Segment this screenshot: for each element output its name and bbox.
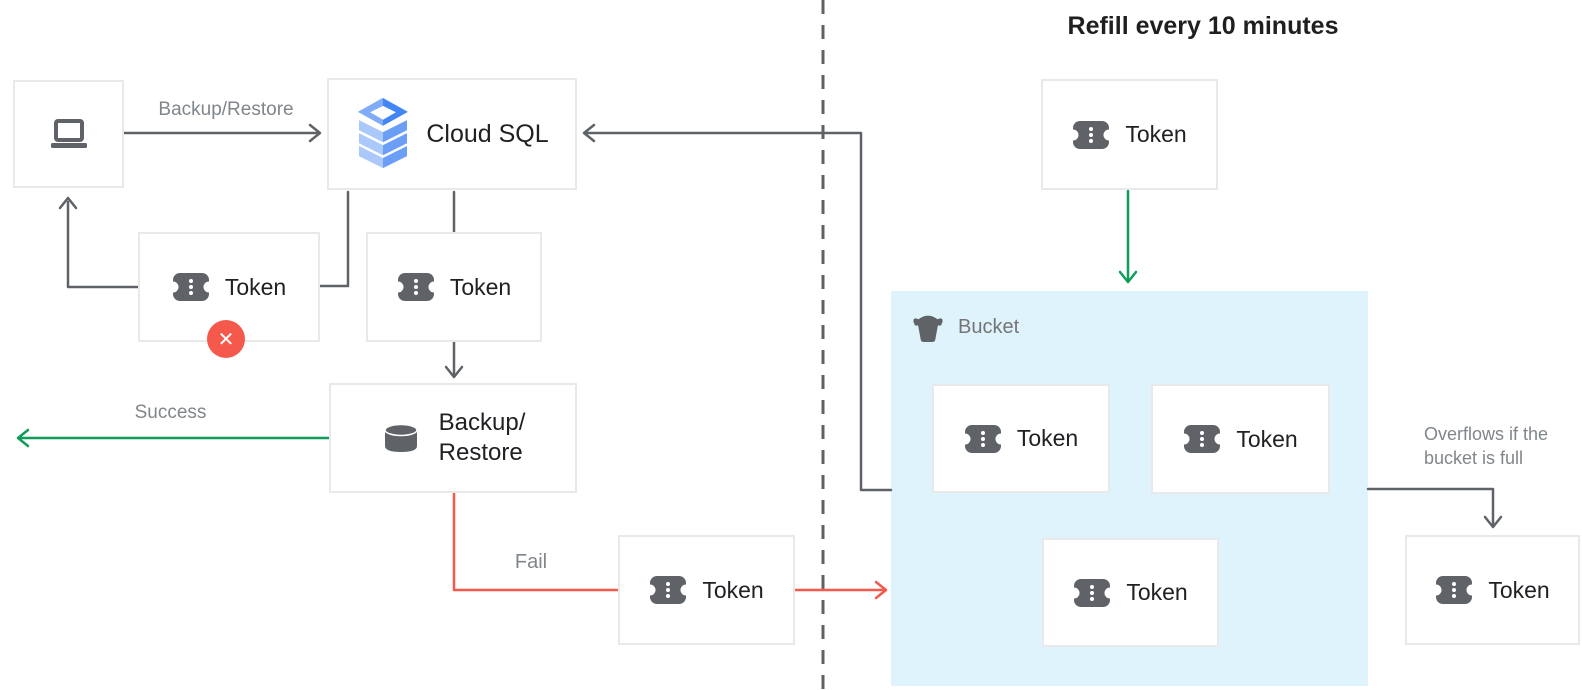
- arrowhead-left-icon: [582, 123, 596, 143]
- error-x-icon: ✕: [207, 320, 245, 358]
- red-connectors: [452, 491, 888, 600]
- token-refill-node: Token: [1041, 79, 1218, 190]
- edge-fail: [452, 491, 620, 592]
- green-connectors: [16, 189, 1138, 448]
- token-icon: [963, 424, 1002, 453]
- token-fail-node: Token: [618, 535, 795, 645]
- token-icon: [1073, 578, 1112, 607]
- cloud-sql-icon: [358, 98, 409, 169]
- token-label: Token: [702, 576, 764, 603]
- token-icon: [1435, 576, 1474, 604]
- token-rejected-node: Token: [138, 232, 320, 342]
- token-label: Token: [1016, 425, 1079, 451]
- arrowhead-right-icon: [308, 123, 322, 143]
- database-icon: [383, 423, 418, 452]
- overflow-label-line1: Overflows if the: [1424, 424, 1549, 444]
- token-label: Token: [224, 273, 287, 300]
- gray-connectors: [58, 123, 1503, 529]
- success-edge-label: Success: [134, 402, 207, 423]
- backup-restore-label: Backup/ Restore: [439, 408, 526, 468]
- token-overflow-node: Token: [1405, 535, 1580, 645]
- client-node: [13, 80, 124, 188]
- token-icon: [396, 273, 435, 301]
- arrowhead-up-icon: [58, 196, 78, 210]
- token-label: Token: [1236, 425, 1298, 452]
- arrowhead-down-icon: [444, 365, 464, 379]
- arrowhead-left-icon: [16, 428, 30, 448]
- token-icon: [649, 576, 688, 604]
- overflow-edge-label: Overflows if the bucket is full: [1424, 422, 1582, 470]
- edge-token-rejected-to-client: [66, 200, 140, 289]
- error-x-glyph: ✕: [217, 328, 235, 351]
- token-icon: [1072, 120, 1111, 149]
- cloud-sql-node: Cloud SQL: [327, 78, 577, 190]
- token-icon: [171, 273, 210, 301]
- token-bucket-node: Token: [1151, 384, 1330, 494]
- token-label: Token: [449, 273, 512, 300]
- token-label: Token: [1126, 579, 1188, 605]
- backup-restore-label-line1: Backup/: [438, 409, 526, 436]
- cloud-sql-label: Cloud SQL: [426, 119, 549, 148]
- refill-title: Refill every 10 minutes: [1067, 12, 1339, 40]
- edge-token-rejected-to-cloudsql: [318, 190, 350, 288]
- request-edge-label: Backup/Restore: [158, 99, 294, 120]
- arrowhead-right-icon: [874, 580, 888, 600]
- edge-bucket-to-cloudsql: [584, 131, 893, 492]
- token-request-node: Token: [366, 232, 542, 342]
- overflow-label-line2: bucket is full: [1424, 448, 1524, 468]
- bucket-icon: [913, 315, 943, 342]
- arrowhead-down-icon: [1483, 515, 1503, 529]
- token-label: Token: [1488, 576, 1550, 603]
- token-label: Token: [1125, 121, 1187, 147]
- laptop-icon: [50, 119, 87, 148]
- token-bucket-node: Token: [1042, 538, 1219, 647]
- bucket-header: Bucket: [910, 311, 1019, 343]
- fail-edge-label: Fail: [514, 551, 548, 573]
- edge-bucket-overflow: [1366, 487, 1495, 526]
- arrowhead-down-icon: [1118, 270, 1138, 284]
- backup-restore-label-line2: Restore: [438, 439, 523, 466]
- token-bucket-node: Token: [932, 384, 1110, 493]
- token-icon: [1183, 425, 1222, 453]
- backup-restore-node: Backup/ Restore: [329, 383, 577, 493]
- bucket-label: Bucket: [958, 315, 1020, 338]
